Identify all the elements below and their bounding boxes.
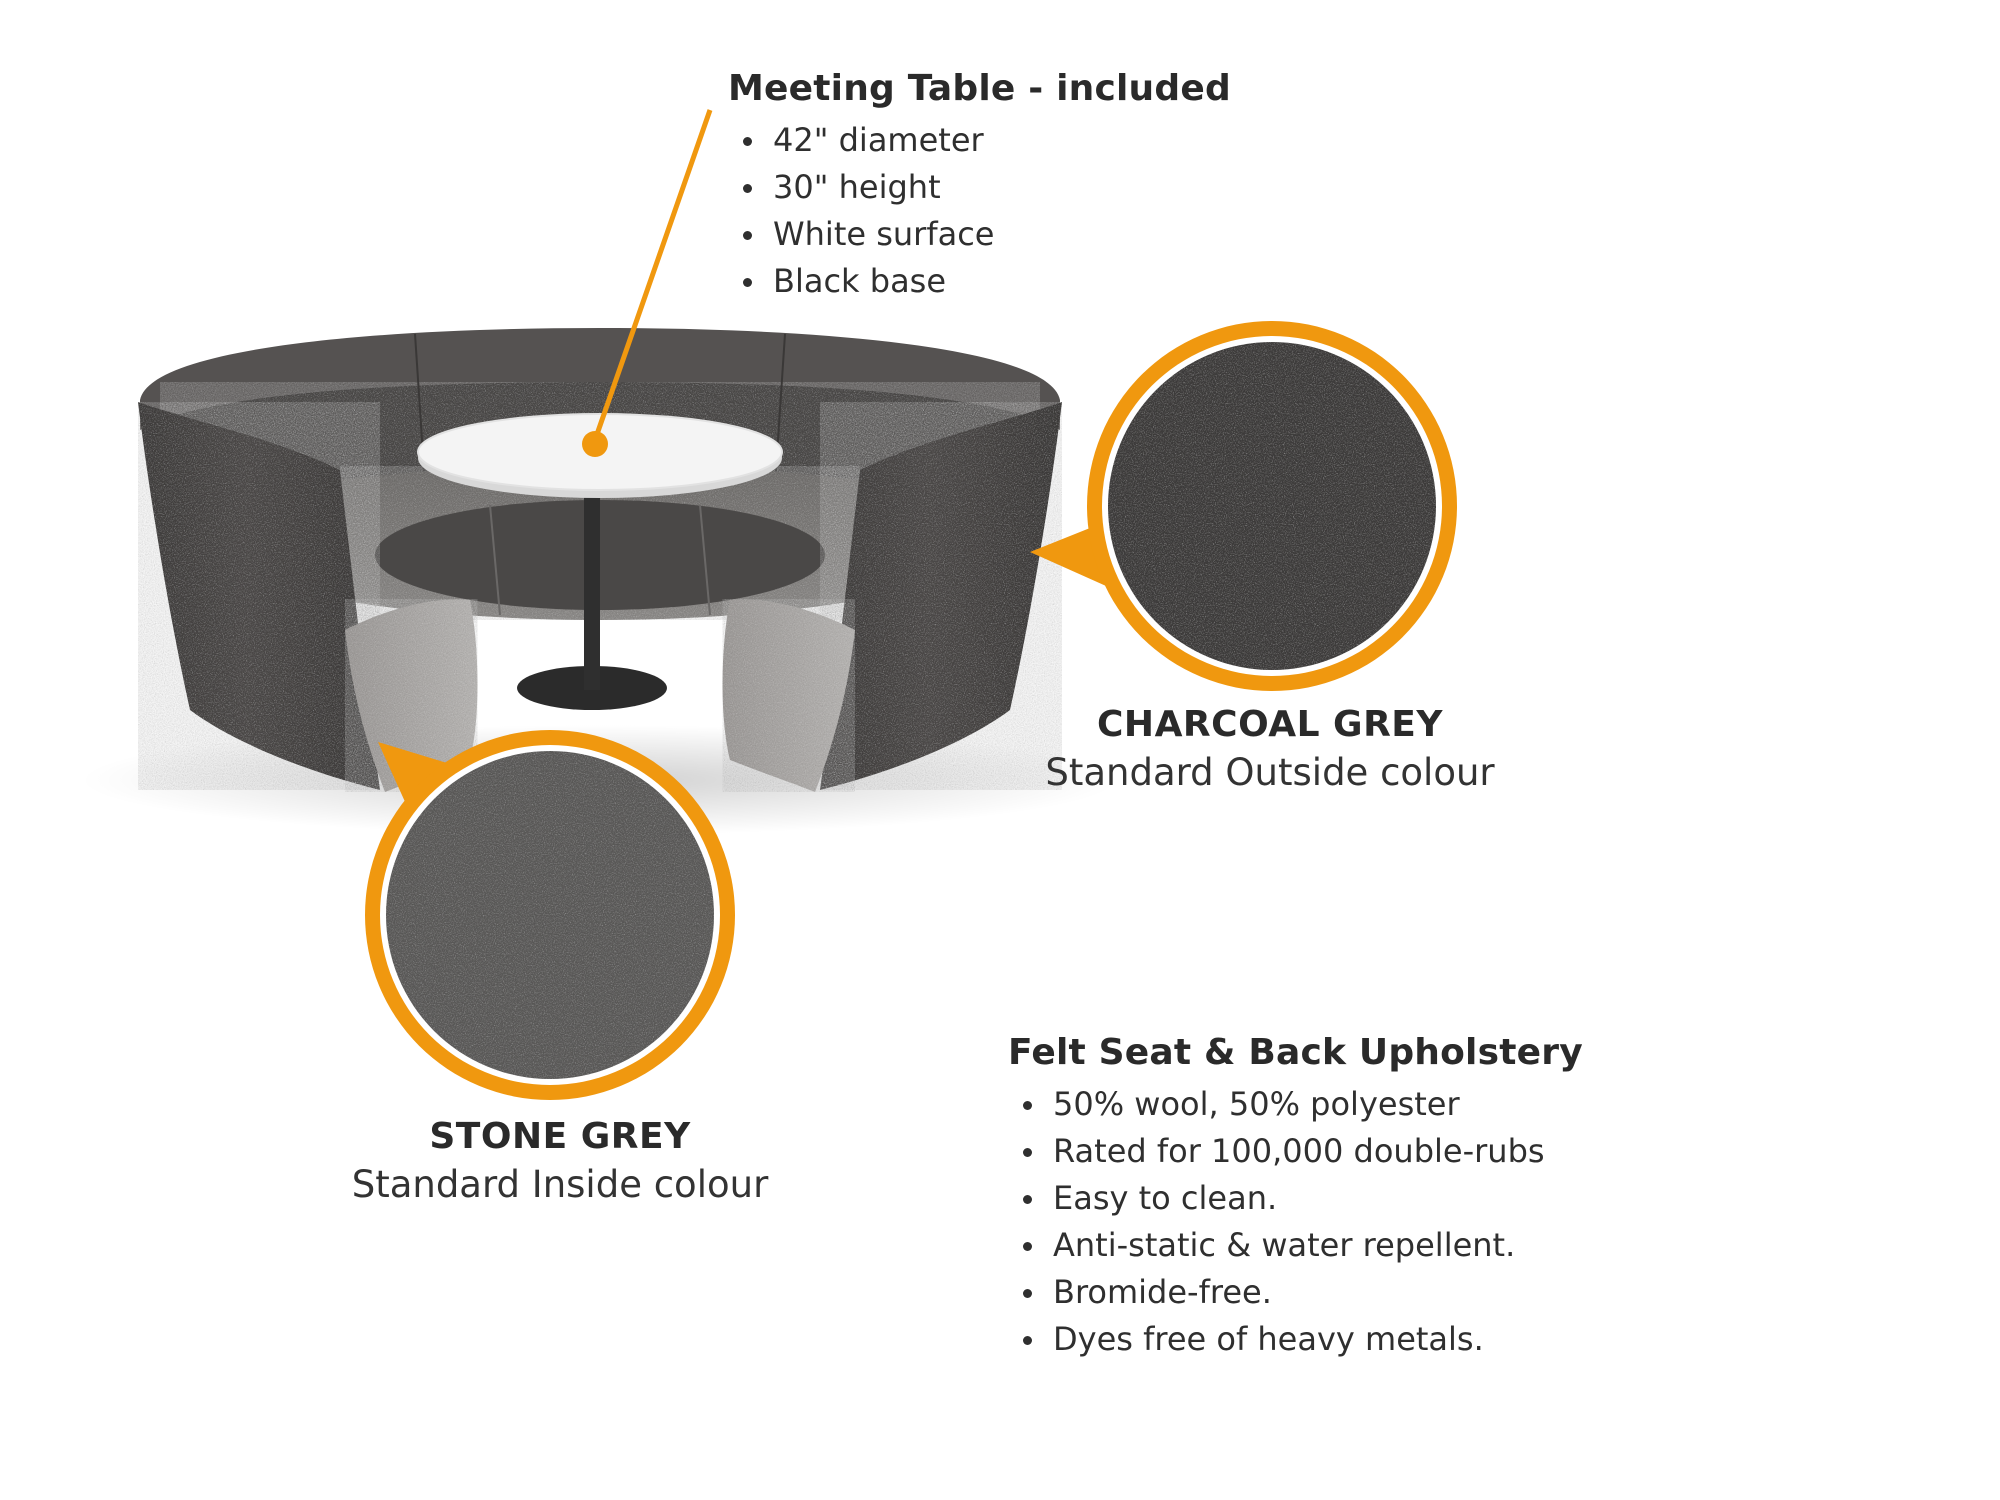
stone-swatch-label: STONE GREY Standard Inside colour xyxy=(290,1116,830,1206)
list-item: Black base xyxy=(743,258,1231,305)
round-booth-sofa xyxy=(138,328,1062,792)
upholstery-spec-list: 50% wool, 50% polyester Rated for 100,00… xyxy=(1008,1081,1583,1363)
list-item: 30" height xyxy=(743,164,1231,211)
charcoal-swatch-name: CHARCOAL GREY xyxy=(1097,704,1443,745)
stone-swatch-callout xyxy=(365,730,735,1100)
list-item: Dyes free of heavy metals. xyxy=(1023,1316,1583,1363)
charcoal-swatch-fabric xyxy=(1108,342,1436,670)
sofa-right-outer-panel xyxy=(820,402,1062,790)
stone-swatch-fabric xyxy=(386,751,714,1079)
list-item: Bromide-free. xyxy=(1023,1269,1583,1316)
list-item: 50% wool, 50% polyester xyxy=(1023,1081,1583,1128)
list-item: Anti-static & water repellent. xyxy=(1023,1222,1583,1269)
table-callout-dot xyxy=(582,431,608,457)
upholstery-heading: Felt Seat & Back Upholstery xyxy=(1008,1032,1583,1073)
list-item: White surface xyxy=(743,211,1231,258)
table-callout-line xyxy=(592,109,713,441)
sofa-left-outer-panel xyxy=(138,402,380,790)
charcoal-swatch-label: CHARCOAL GREY Standard Outside colour xyxy=(1000,704,1540,794)
table-callout-heading: Meeting Table - included xyxy=(728,68,1231,109)
sofa-back-rim xyxy=(140,328,1060,430)
list-item: Rated for 100,000 double-rubs xyxy=(1023,1128,1583,1175)
list-item: 42" diameter xyxy=(743,117,1231,164)
list-item: Easy to clean. xyxy=(1023,1175,1583,1222)
stone-swatch-description: Standard Inside colour xyxy=(351,1163,769,1206)
table-spec-list: 42" diameter 30" height White surface Bl… xyxy=(728,117,1231,305)
charcoal-swatch-description: Standard Outside colour xyxy=(1045,751,1495,794)
sofa-left-arm-end xyxy=(345,599,478,792)
sofa-right-arm-end xyxy=(722,599,855,792)
charcoal-swatch-callout xyxy=(1030,321,1457,691)
table-pedestal xyxy=(584,490,600,690)
stone-swatch-name: STONE GREY xyxy=(429,1116,691,1157)
upholstery-callout-text: Felt Seat & Back Upholstery 50% wool, 50… xyxy=(1008,1032,1583,1363)
table-callout-text: Meeting Table - included 42" diameter 30… xyxy=(728,68,1231,305)
